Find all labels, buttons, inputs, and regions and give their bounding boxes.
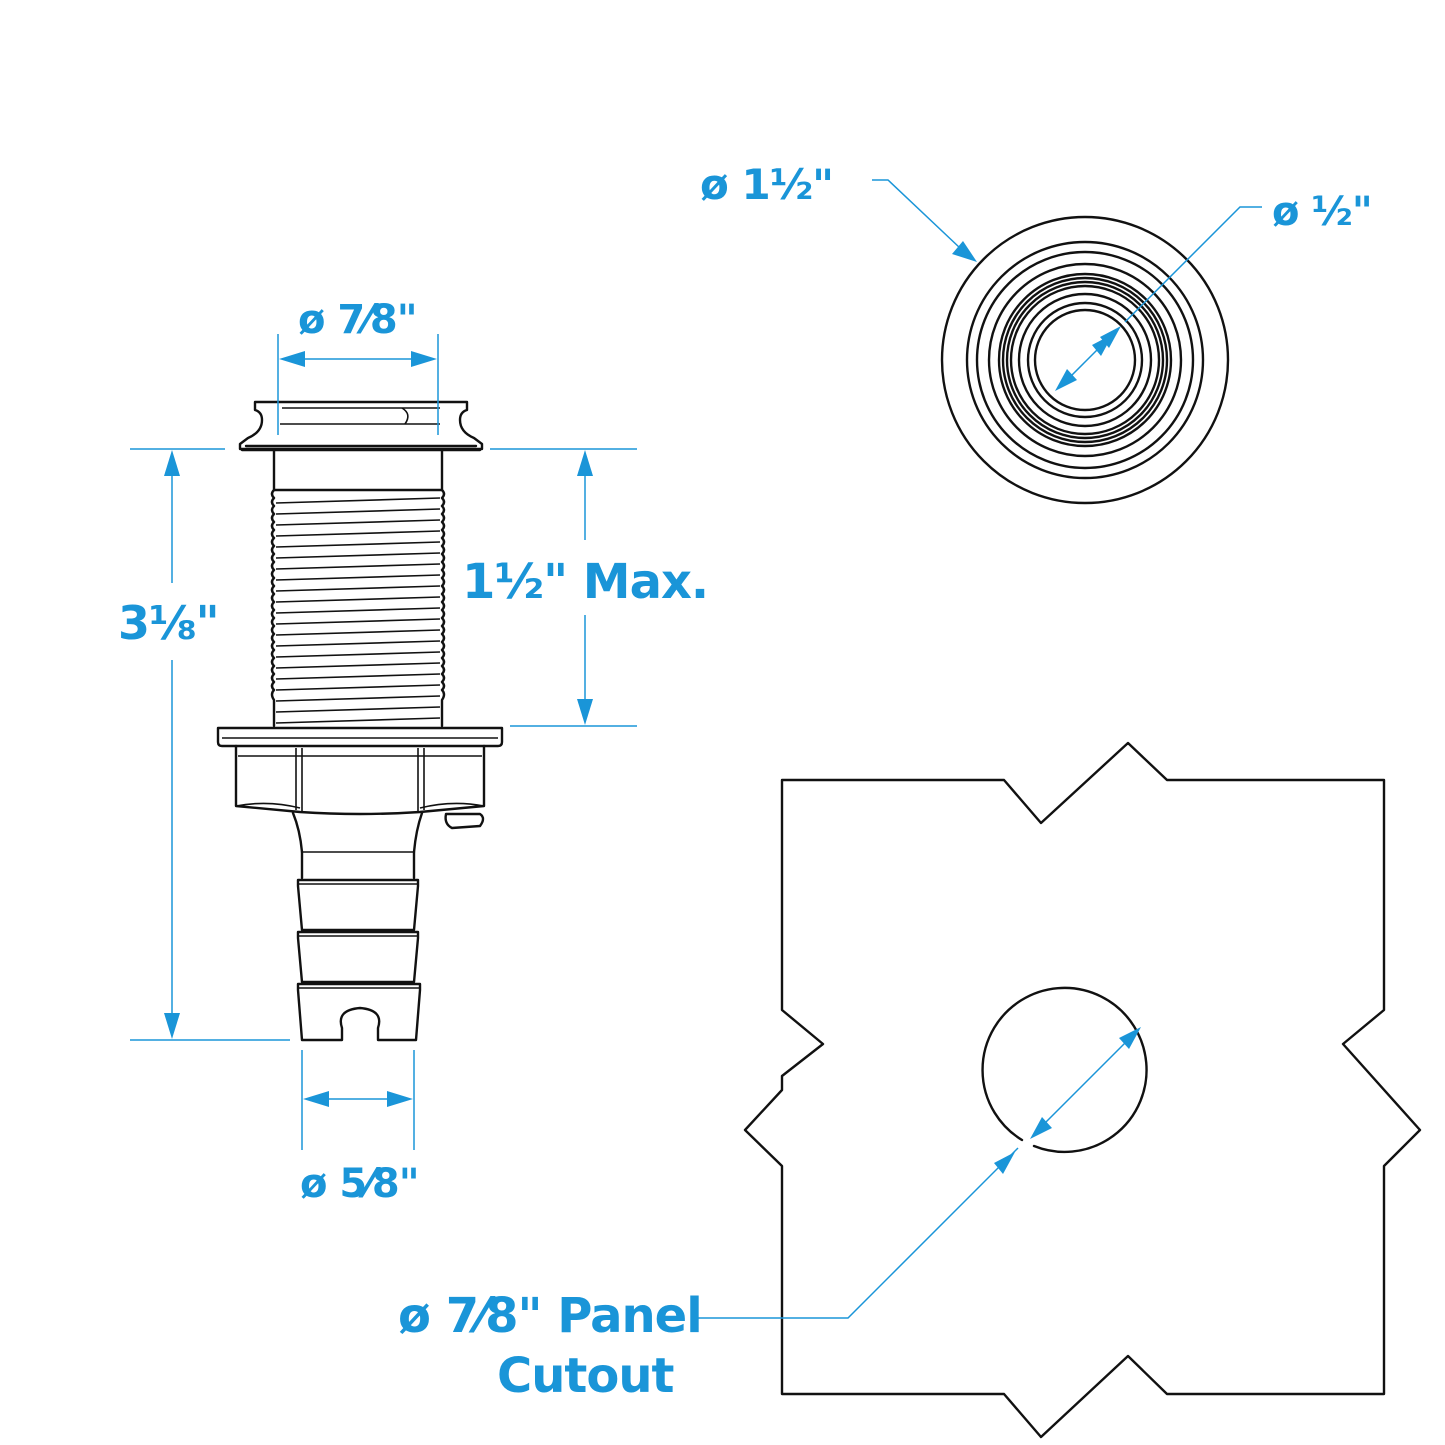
fitting-side-view <box>216 400 504 1042</box>
dimension-panel-cutout <box>693 1027 1141 1319</box>
panel-thickness-label: 1½" Max. <box>462 554 709 610</box>
face-outer-diameter-label: ø 1½" <box>700 160 834 209</box>
panel-cutout-label-line2: Cutout <box>497 1348 674 1404</box>
dimension-overall-length <box>130 448 290 1041</box>
dimension-panel-thickness <box>490 448 637 727</box>
dimension-face-inner <box>1055 206 1262 391</box>
dimension-barb-diameter <box>301 1050 415 1150</box>
flange-diameter-label: ø 7⁄8" <box>298 297 418 343</box>
panel-cutout-label-line1: ø 7⁄8" Panel <box>398 1288 703 1344</box>
overall-length-label: 3⅛" <box>118 596 220 650</box>
dimension-flange-diameter <box>277 334 439 435</box>
barb-diameter-label: ø 5⁄8" <box>300 1161 420 1207</box>
face-inner-diameter-label: ø ½" <box>1272 189 1373 235</box>
dimension-face-outer <box>872 179 977 262</box>
panel-cutout-view <box>743 741 1422 1439</box>
fitting-face-view <box>940 215 1230 505</box>
